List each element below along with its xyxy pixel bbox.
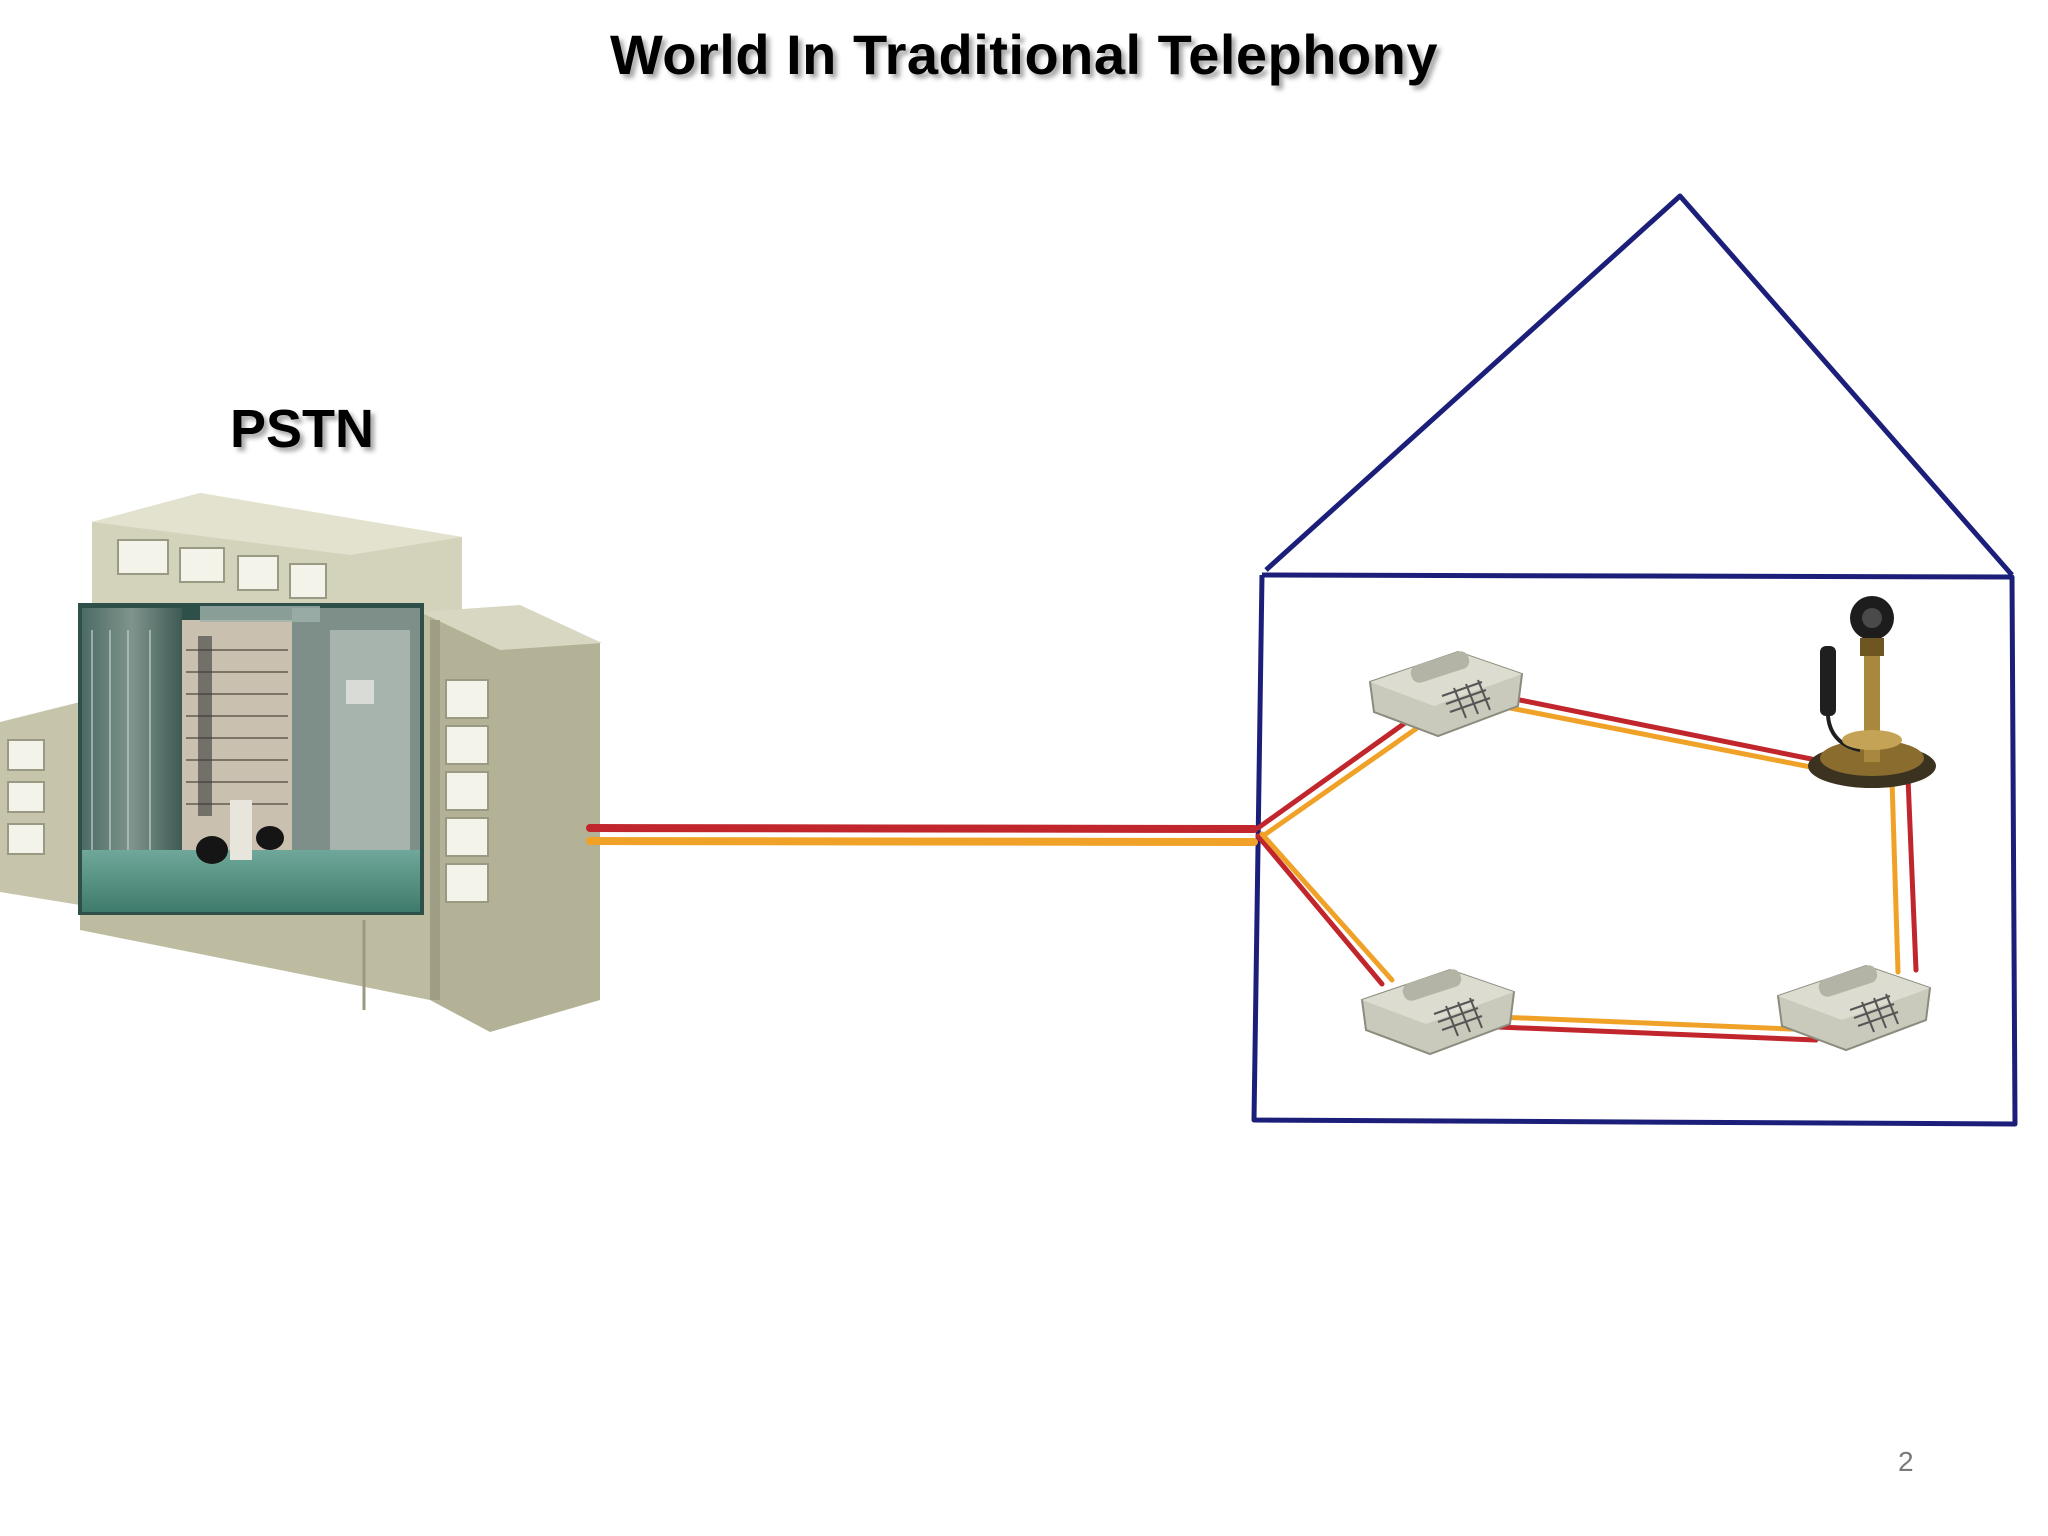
pstn-label: PSTN (230, 399, 375, 459)
desk-phone-bottom-left-icon (1360, 968, 1516, 1056)
desk-phone-bottom-right-icon (1776, 964, 1932, 1052)
slide-title: World In Traditional Telephony (609, 23, 1439, 86)
trunk-wire-orange (586, 837, 1258, 846)
house-outline (1251, 193, 2018, 1127)
candlestick-phone-icon (1808, 596, 1936, 788)
switching-equipment-photo (78, 603, 424, 915)
desk-phone-top-left-icon (1368, 650, 1524, 738)
trunk-wire-red (586, 824, 1258, 833)
page-number: 2 (1898, 1446, 1914, 1477)
wires (586, 693, 1919, 1043)
